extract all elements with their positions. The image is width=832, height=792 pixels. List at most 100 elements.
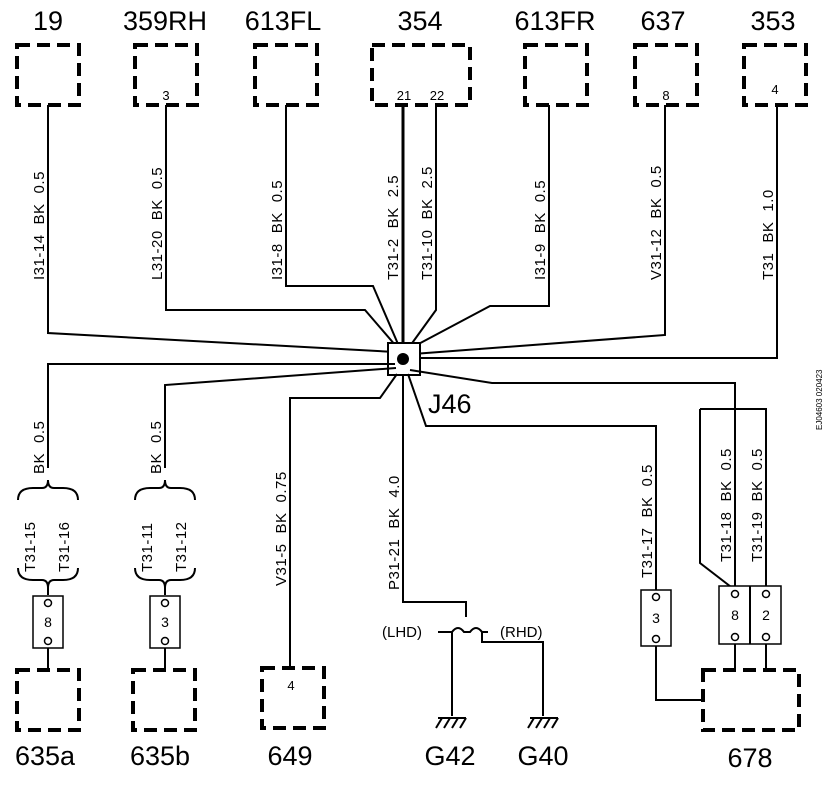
inline-connector-635a[interactable]: 8 <box>32 595 64 649</box>
wire-t31-18-feed[interactable] <box>409 369 736 586</box>
component-635a[interactable]: 635a <box>15 668 81 771</box>
pin-circle <box>730 632 740 642</box>
pin-circle <box>730 589 740 599</box>
component-635b[interactable]: 635b <box>130 668 197 771</box>
wire-to-635b[interactable] <box>164 367 397 468</box>
component-678[interactable]: 678 <box>701 668 801 773</box>
component-649[interactable]: 4 649 <box>260 666 326 771</box>
wire-t31-18-label: T31-18BK0.5 <box>718 448 735 562</box>
ground-hatch <box>543 717 551 729</box>
wire-t31-16-label: T31-16 <box>56 521 73 572</box>
component-354-pin-a: 21 <box>397 88 411 103</box>
component-649-pin: 4 <box>287 678 294 693</box>
ground-hatch <box>535 717 543 729</box>
bundle-braces <box>17 479 196 595</box>
bottom-wiring <box>47 363 767 668</box>
wire-i31-9[interactable] <box>410 105 550 349</box>
wire-i31-8-label: I31-8BK0.5 <box>269 180 286 280</box>
top-wiring <box>47 105 778 359</box>
component-354-box <box>370 43 472 107</box>
pin-circle <box>43 636 53 646</box>
inline-connector-678bc[interactable]: 8 2 <box>718 585 782 645</box>
ground-g40[interactable]: G40 <box>517 717 569 771</box>
top-wire-labels: I31-14BK0.5 L31-20BK0.5 I31-8BK0.5 T31-2… <box>31 165 777 280</box>
component-637-pin: 8 <box>662 88 669 103</box>
lhd-rhd-selector[interactable]: (LHD) (RHD) <box>382 624 544 716</box>
wire-t31-17[interactable] <box>407 373 657 592</box>
component-19-label: 19 <box>33 6 63 36</box>
lower-links <box>47 644 767 701</box>
inline-connector-678a-number: 3 <box>652 610 660 626</box>
wire-l31-20-label: L31-20BK0.5 <box>149 167 166 280</box>
inline-connector-678a[interactable]: 3 <box>640 589 672 647</box>
component-613fr[interactable]: 613FR <box>514 6 596 107</box>
component-635b-label: 635b <box>130 741 190 771</box>
selector-bridge <box>438 627 488 633</box>
wire-t31-19[interactable] <box>700 408 767 590</box>
wire-i31-8[interactable] <box>285 105 399 345</box>
wire-t31-18[interactable] <box>699 409 736 591</box>
ground-hatch <box>451 717 459 729</box>
component-649-box <box>260 666 326 730</box>
wire-i31-14-label: I31-14BK0.5 <box>31 171 48 280</box>
document-id: EJ04603 020423 <box>815 369 824 430</box>
wire-t31-12-label: T31-12 <box>173 521 190 572</box>
splice-j46[interactable]: J46 <box>387 342 472 419</box>
component-354-pin-b: 22 <box>430 88 444 103</box>
wire-p31-21-label: P31-21BK4.0 <box>386 475 403 590</box>
ground-hatch <box>551 717 559 729</box>
inline-connector-678b-number: 8 <box>731 607 739 623</box>
component-635a-box <box>15 668 81 732</box>
wire-l31-20[interactable] <box>165 105 397 347</box>
brace-635b-top <box>134 479 196 501</box>
wire-to-g40[interactable] <box>481 632 544 716</box>
pin-circle <box>160 598 170 608</box>
ground-hatch <box>443 717 451 729</box>
component-635b-box <box>131 668 197 732</box>
wire-t31-17-label: T31-17BK0.5 <box>639 464 656 578</box>
ground-hatch <box>527 717 535 729</box>
component-613fl-label: 613FL <box>245 6 322 36</box>
wire-i31-14[interactable] <box>47 105 396 353</box>
component-359rh-label: 359RH <box>123 6 207 36</box>
wire-t31-10[interactable] <box>409 105 437 347</box>
ground-hatch <box>459 717 467 729</box>
brace-635a-top <box>17 479 79 501</box>
component-678-label: 678 <box>727 743 772 773</box>
pin-circle <box>761 589 771 599</box>
rhd-label: (RHD) <box>500 624 543 641</box>
component-637[interactable]: 637 8 <box>633 6 699 107</box>
ground-g42[interactable]: G42 <box>424 717 476 771</box>
component-353-label: 353 <box>750 6 795 36</box>
component-359rh[interactable]: 359RH 3 <box>123 6 207 107</box>
component-353-pin: 4 <box>771 82 778 97</box>
component-19-box <box>15 43 81 107</box>
wire-v31-5[interactable] <box>289 373 398 668</box>
wire-t31-15-label: T31-15 <box>22 521 39 572</box>
pin-circle <box>651 592 661 602</box>
component-649-label: 649 <box>267 741 312 771</box>
component-19[interactable]: 19 <box>15 6 81 107</box>
component-613fl[interactable]: 613FL <box>245 6 322 107</box>
wire-v31-12[interactable] <box>412 105 666 355</box>
inline-connector-635b[interactable]: 3 <box>149 595 181 649</box>
wire-p31-21[interactable] <box>402 374 467 617</box>
splice-node <box>397 353 409 365</box>
component-635a-label: 635a <box>15 741 76 771</box>
bottom-wire-labels: BK0.5 T31-15 T31-16 BK0.5 T31-11 T31-12 … <box>22 421 766 590</box>
wire-t31-19-label: T31-19BK0.5 <box>749 448 766 562</box>
component-353[interactable]: 353 4 <box>742 6 808 107</box>
wire-to-635a[interactable] <box>47 363 395 468</box>
ground-hatch <box>435 717 443 729</box>
inline-connector-635b-number: 3 <box>161 614 169 630</box>
component-637-label: 637 <box>640 6 685 36</box>
component-613fr-label: 613FR <box>514 6 595 36</box>
wire-t31-11-label: T31-11 <box>139 523 156 572</box>
component-613fl-box <box>253 43 319 107</box>
wire-635b-spec: BK0.5 <box>148 421 165 474</box>
wire-v31-12-label: V31-12BK0.5 <box>648 165 665 280</box>
component-354[interactable]: 354 21 22 <box>370 6 472 107</box>
link-678a <box>655 646 703 701</box>
wire-t31[interactable] <box>413 105 778 359</box>
